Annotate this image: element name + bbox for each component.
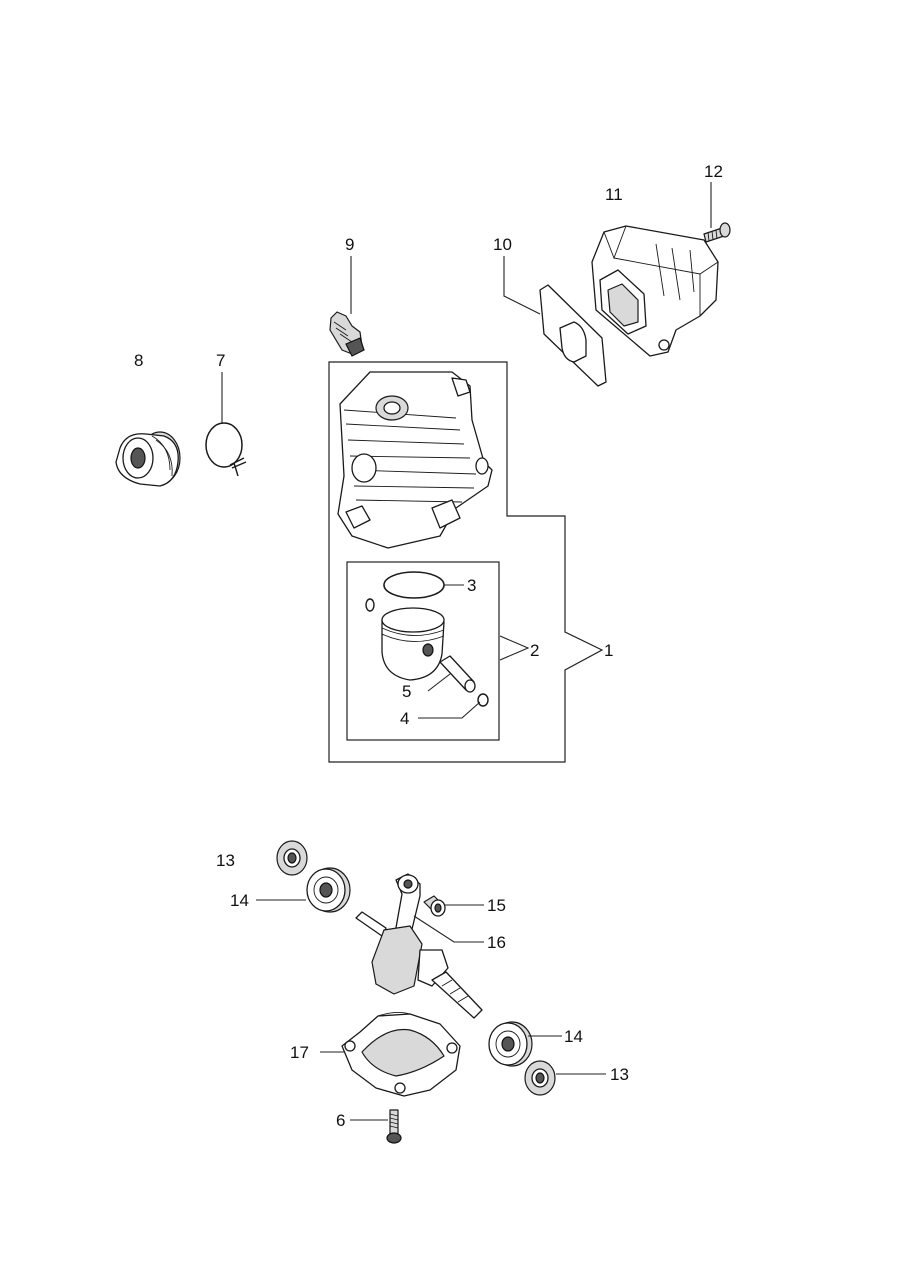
callout-8: 8 bbox=[134, 351, 143, 370]
screw-icon bbox=[703, 222, 731, 243]
callout-labels: 1 2 3 4 5 6 7 8 9 10 11 12 13 14 15 16 1… bbox=[134, 162, 723, 1130]
oil-seal-icon bbox=[276, 840, 308, 876]
piston-pin-icon bbox=[439, 655, 476, 693]
callout-1: 1 bbox=[604, 641, 613, 660]
callout-9: 9 bbox=[345, 235, 354, 254]
callout-17: 17 bbox=[290, 1043, 309, 1062]
bolt-icon bbox=[386, 1109, 402, 1144]
callout-10: 10 bbox=[493, 235, 512, 254]
piston-assembly-frame bbox=[346, 561, 500, 741]
needle-bearing-icon bbox=[423, 895, 446, 917]
muffler-gasket-icon bbox=[539, 284, 607, 387]
circlip-icon bbox=[365, 598, 489, 707]
callout-12: 12 bbox=[704, 162, 723, 181]
hose-clamp-icon bbox=[205, 422, 247, 477]
muffler-icon bbox=[591, 225, 719, 357]
callout-11: 11 bbox=[605, 185, 623, 204]
piston-ring-icon bbox=[383, 571, 445, 599]
callout-3: 3 bbox=[467, 576, 476, 595]
callout-2: 2 bbox=[530, 641, 539, 660]
callout-14-upper: 14 bbox=[230, 891, 249, 910]
spark-plug-icon bbox=[329, 311, 365, 357]
cylinder-icon bbox=[337, 371, 493, 549]
intake-manifold-icon bbox=[115, 431, 181, 487]
callout-13-lower: 13 bbox=[610, 1065, 629, 1084]
callout-13-upper: 13 bbox=[216, 851, 235, 870]
piston-icon bbox=[381, 607, 445, 681]
crankcase-icon bbox=[341, 1011, 461, 1097]
ball-bearing-icon bbox=[306, 867, 351, 913]
cylinder-assembly-frame bbox=[328, 361, 604, 763]
oil-seal-icon-lower bbox=[524, 1060, 556, 1096]
callout-15: 15 bbox=[487, 896, 506, 915]
callout-4: 4 bbox=[400, 709, 409, 728]
ball-bearing-icon-lower bbox=[488, 1021, 533, 1067]
callout-16: 16 bbox=[487, 933, 506, 952]
callout-6: 6 bbox=[336, 1111, 345, 1130]
callout-7: 7 bbox=[216, 351, 225, 370]
callout-5: 5 bbox=[402, 682, 411, 701]
crankshaft-icon bbox=[355, 873, 483, 1019]
callout-14-lower: 14 bbox=[564, 1027, 583, 1046]
leader-lines bbox=[221, 182, 712, 1121]
